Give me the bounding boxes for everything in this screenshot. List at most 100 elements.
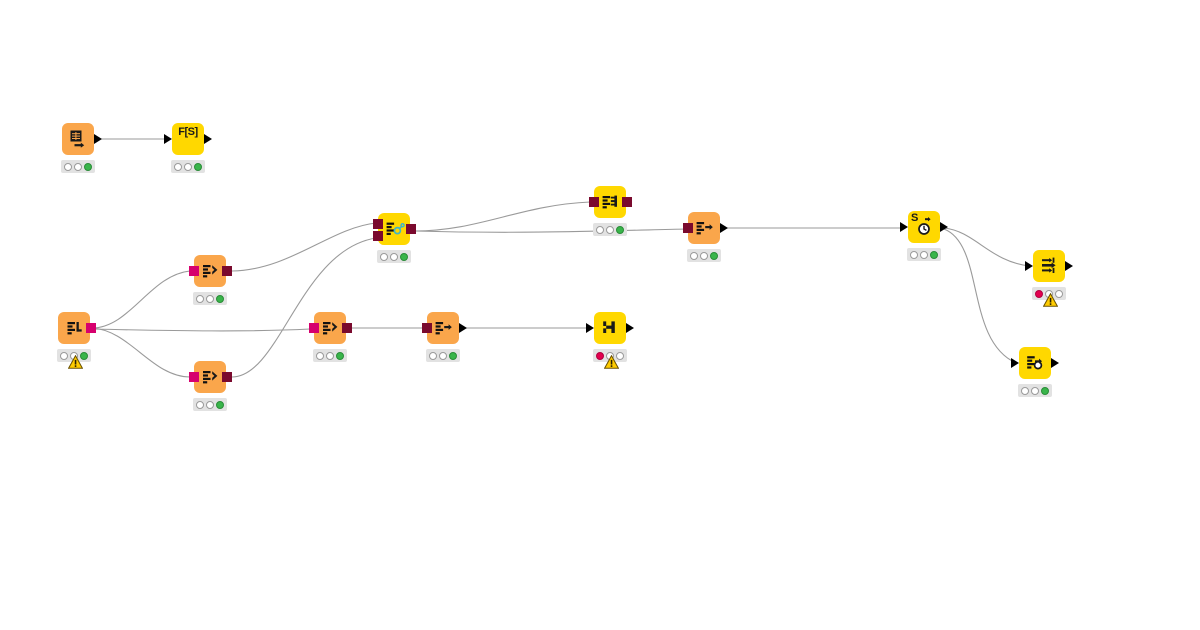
node-body-date-time-node[interactable] xyxy=(908,211,940,243)
output-port-table-reader-0[interactable] xyxy=(94,134,102,144)
status-light-2 xyxy=(326,351,334,360)
node-label-date-time-node: S xyxy=(911,212,918,224)
node-body-list-branch-middle[interactable] xyxy=(314,312,346,344)
status-light-2 xyxy=(390,252,398,261)
output-port-list-source-0[interactable] xyxy=(86,323,96,333)
edge-n3-n4[interactable] xyxy=(91,270,191,329)
list-chevron-icon xyxy=(203,371,218,384)
input-port-concatenate-node-0[interactable] xyxy=(1025,261,1033,271)
node-body-list-to-table[interactable] xyxy=(688,212,720,244)
concatenate-icon xyxy=(1042,257,1056,273)
edge-n3-n6[interactable] xyxy=(91,328,311,332)
status-light-3 xyxy=(710,251,718,260)
status-bar-writer-node xyxy=(1018,384,1052,397)
table-reader-icon xyxy=(70,130,85,148)
input-port-string-formatter-0[interactable] xyxy=(164,134,172,144)
input-port-list-to-table-lower-0[interactable] xyxy=(422,323,432,333)
edge-n5-n7[interactable] xyxy=(231,237,377,378)
status-bar-table-reader xyxy=(61,160,95,173)
status-light-1 xyxy=(64,162,72,171)
node-body-table-reader[interactable] xyxy=(62,123,94,155)
warning-icon-list-source[interactable] xyxy=(67,354,84,369)
input-port-date-time-node-0[interactable] xyxy=(900,222,908,232)
input-port-list-to-table-0[interactable] xyxy=(683,223,693,233)
list-search-icon xyxy=(386,222,405,235)
node-body-list-branch-lower[interactable] xyxy=(194,361,226,393)
node-body-list-branch-upper[interactable] xyxy=(194,255,226,287)
node-body-writer-node[interactable] xyxy=(1019,347,1051,379)
output-port-string-formatter-0[interactable] xyxy=(204,134,212,144)
status-light-2 xyxy=(439,351,447,360)
edge-n4-n7[interactable] xyxy=(231,222,377,272)
input-port-list-merge-search-0[interactable] xyxy=(373,219,383,229)
output-port-list-collect-upper-0[interactable] xyxy=(622,197,632,207)
edge-n3-n5[interactable] xyxy=(91,327,191,378)
list-l-icon xyxy=(67,322,82,335)
node-label-string-formatter: F[S] xyxy=(178,126,198,138)
warning-icon-joiner[interactable] xyxy=(603,354,620,369)
output-port-list-branch-upper-0[interactable] xyxy=(222,266,232,276)
clock-icon xyxy=(918,217,931,235)
status-light-2 xyxy=(206,294,214,303)
node-body-list-merge-search[interactable] xyxy=(378,213,410,245)
status-light-1 xyxy=(429,351,437,360)
status-light-1 xyxy=(1035,289,1043,298)
input-port-list-branch-lower-0[interactable] xyxy=(189,372,199,382)
node-body-list-to-table-lower[interactable] xyxy=(427,312,459,344)
output-port-list-merge-search-0[interactable] xyxy=(406,224,416,234)
status-bar-string-formatter xyxy=(171,160,205,173)
status-light-1 xyxy=(196,294,204,303)
status-light-3 xyxy=(194,162,202,171)
edge-n12-n13[interactable] xyxy=(943,227,1031,267)
list-chevron-icon xyxy=(203,265,218,278)
status-bar-date-time-node xyxy=(907,248,941,261)
warning-icon-concatenate-node[interactable] xyxy=(1042,292,1059,307)
node-body-list-source[interactable] xyxy=(58,312,90,344)
status-bar-list-merge-search xyxy=(377,250,411,263)
edge-n12-n14[interactable] xyxy=(943,228,1017,364)
list-arrow-icon xyxy=(435,322,452,335)
status-light-3 xyxy=(216,400,224,409)
output-port-list-to-table-lower-0[interactable] xyxy=(459,323,467,333)
node-body-concatenate-node[interactable] xyxy=(1033,250,1065,282)
edge-n7-n8[interactable] xyxy=(413,201,591,232)
status-light-2 xyxy=(700,251,708,260)
input-port-list-branch-upper-0[interactable] xyxy=(189,266,199,276)
status-light-2 xyxy=(1031,386,1039,395)
input-port-list-collect-upper-0[interactable] xyxy=(589,197,599,207)
writer-icon xyxy=(1027,356,1043,370)
joiner-icon xyxy=(603,321,615,333)
input-port-joiner-0[interactable] xyxy=(586,323,594,333)
status-bar-list-branch-lower xyxy=(193,398,227,411)
status-light-1 xyxy=(380,252,388,261)
output-port-list-branch-middle-0[interactable] xyxy=(342,323,352,333)
output-port-list-branch-lower-0[interactable] xyxy=(222,372,232,382)
status-light-2 xyxy=(74,162,82,171)
status-light-3 xyxy=(930,250,938,259)
node-body-string-formatter[interactable] xyxy=(172,123,204,155)
output-port-list-to-table-0[interactable] xyxy=(720,223,728,233)
input-port-writer-node-0[interactable] xyxy=(1011,358,1019,368)
node-body-joiner[interactable] xyxy=(594,312,626,344)
output-port-concatenate-node-0[interactable] xyxy=(1065,261,1073,271)
status-light-2 xyxy=(206,400,214,409)
status-light-3 xyxy=(84,162,92,171)
status-bar-list-to-table-lower xyxy=(426,349,460,362)
node-body-list-collect-upper[interactable] xyxy=(594,186,626,218)
edge-n7-n9[interactable] xyxy=(413,228,687,233)
status-light-2 xyxy=(920,250,928,259)
status-light-1 xyxy=(60,351,68,360)
list-arrow-icon xyxy=(696,222,713,235)
status-light-1 xyxy=(596,351,604,360)
input-port-list-branch-middle-0[interactable] xyxy=(309,323,319,333)
status-bar-list-source xyxy=(57,349,91,362)
output-port-joiner-0[interactable] xyxy=(626,323,634,333)
status-light-1 xyxy=(174,162,182,171)
input-port-list-merge-search-1[interactable] xyxy=(373,231,383,241)
status-light-2 xyxy=(606,225,614,234)
output-port-date-time-node-0[interactable] xyxy=(940,222,948,232)
status-bar-list-branch-upper xyxy=(193,292,227,305)
status-bar-list-collect-upper xyxy=(593,223,627,236)
output-port-writer-node-0[interactable] xyxy=(1051,358,1059,368)
